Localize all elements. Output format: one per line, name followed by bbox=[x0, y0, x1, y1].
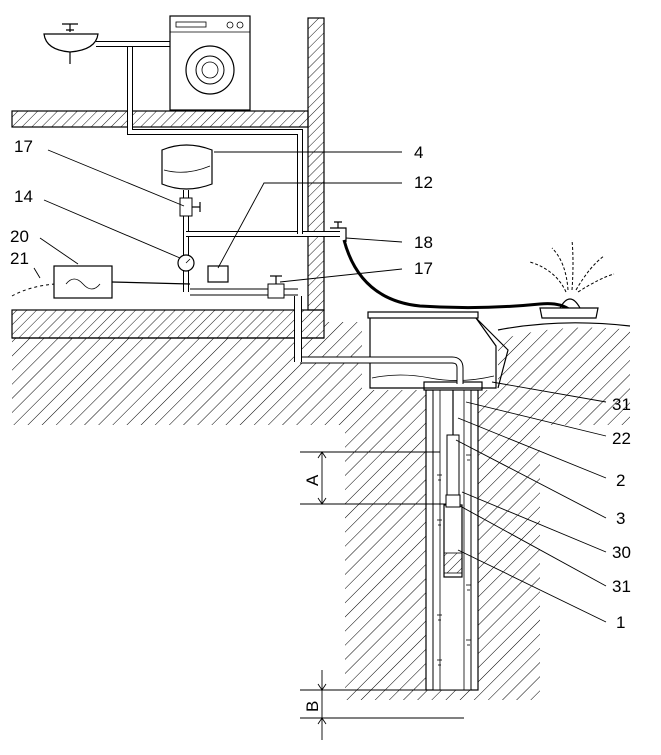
callout-12: 12 bbox=[414, 173, 433, 192]
pit-lid bbox=[367, 311, 479, 319]
dimension-b bbox=[300, 670, 464, 740]
garden-hose bbox=[342, 239, 571, 312]
pressure-switch bbox=[207, 265, 229, 283]
callout-22: 22 bbox=[612, 429, 631, 448]
water-spray bbox=[529, 239, 615, 293]
well-pit bbox=[367, 311, 509, 389]
ground-floor-slab bbox=[11, 309, 325, 339]
leader-lines bbox=[33, 149, 607, 623]
callout-17-mid: 17 bbox=[414, 259, 433, 278]
pump-coupling bbox=[445, 494, 461, 508]
callout-3: 3 bbox=[616, 509, 625, 528]
callout-20: 20 bbox=[10, 227, 29, 246]
callout-31-top: 31 bbox=[612, 395, 631, 414]
well-shaft bbox=[423, 381, 483, 691]
dimension-label-a: A bbox=[303, 474, 322, 486]
well-cap bbox=[423, 381, 483, 391]
callout-labels: 17 14 20 21 4 12 18 17 31 22 2 3 30 31 1… bbox=[10, 137, 631, 712]
callout-14: 14 bbox=[14, 187, 33, 206]
basin-tap bbox=[62, 23, 78, 32]
callout-21: 21 bbox=[10, 249, 29, 268]
power-cable bbox=[111, 281, 191, 285]
dimension-a bbox=[300, 451, 446, 505]
shutoff-valve-tank bbox=[179, 197, 201, 217]
wash-basin bbox=[43, 33, 99, 53]
control-box bbox=[53, 265, 113, 299]
dimension-label-b: B bbox=[303, 701, 322, 712]
pit-body bbox=[369, 316, 497, 389]
ground-soil bbox=[11, 283, 631, 700]
pressure-tank bbox=[161, 144, 213, 190]
equipment bbox=[43, 15, 615, 319]
callout-17-top: 17 bbox=[14, 137, 33, 156]
water-marks bbox=[437, 454, 471, 666]
pump-inlet-screen bbox=[443, 552, 463, 574]
soil-mass bbox=[12, 322, 630, 700]
callout-4: 4 bbox=[414, 143, 423, 162]
callout-2: 2 bbox=[616, 471, 625, 490]
callout-31-bottom: 31 bbox=[612, 577, 631, 596]
outdoor-ground-dashed bbox=[11, 283, 56, 297]
callout-1: 1 bbox=[616, 613, 625, 632]
sprinkler bbox=[539, 307, 599, 319]
check-valve-in-well bbox=[446, 434, 460, 496]
house-wall bbox=[307, 17, 325, 311]
garden-faucet bbox=[330, 221, 347, 242]
sprinkler-head bbox=[559, 298, 581, 309]
callout-18: 18 bbox=[414, 233, 433, 252]
upper-floor-slab bbox=[11, 110, 309, 128]
control-box-symbol bbox=[65, 278, 101, 290]
supply-pipe-underground-inner bbox=[300, 357, 463, 384]
callout-30: 30 bbox=[612, 543, 631, 562]
ground-surface-right bbox=[497, 322, 631, 331]
pit-water-line bbox=[371, 374, 495, 381]
shutoff-valve-line bbox=[267, 275, 285, 299]
pit-slope bbox=[475, 317, 509, 389]
